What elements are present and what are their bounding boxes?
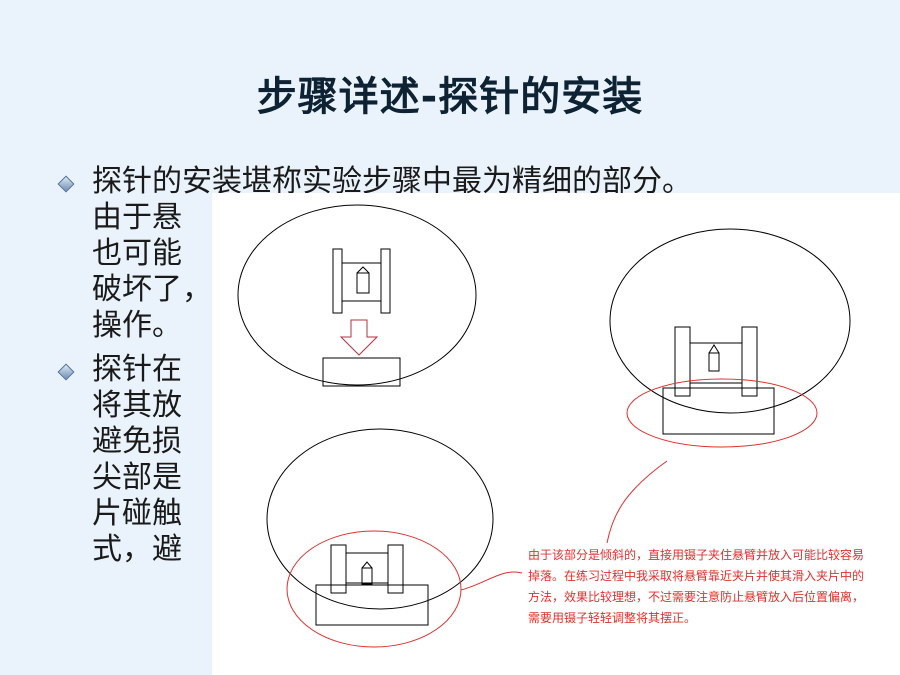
bullet-line: 避免损 [92, 424, 182, 459]
cantilever [361, 567, 373, 585]
holder-clip [662, 387, 775, 435]
tweezer-arm-right [741, 326, 758, 397]
probe-chip [345, 552, 389, 584]
annotation-text: 由于该部分是倾斜的，直接用镊子夹住悬臂并放入可能比较容易掉落。在练习过程中我采取… [528, 548, 865, 625]
highlight-circle [286, 530, 462, 648]
highlight-circle [626, 378, 818, 448]
bullet-line: 破坏了， [92, 272, 212, 307]
tweezer-arm-left [674, 326, 691, 397]
tweezer-arm-right [380, 248, 391, 314]
probe-installation-diagram: 由于该部分是倾斜的，直接用镊子夹住悬臂并放入可能比较容易掉落。在练习过程中我采取… [212, 193, 900, 675]
probe-tip [361, 561, 373, 569]
magnified-view-circle [266, 428, 494, 610]
bullet-item: 探针在 将其放 避免损 尖部是 片碰触 式，避 [52, 352, 852, 568]
probe-chip [341, 262, 382, 302]
probe-tip [356, 266, 370, 274]
holder-clip [322, 357, 401, 387]
bullet-line: 探针在 [92, 352, 182, 387]
bullet-line: 尖部是 [92, 460, 182, 495]
holder-clip [315, 584, 429, 626]
bullet-line: 由于悬 [92, 200, 182, 235]
bullet-line: 操作。 [92, 308, 182, 343]
tweezer-arm-right [387, 544, 404, 594]
cantilever [356, 272, 370, 294]
bullet-line: 片碰触 [92, 496, 182, 531]
bullet-list: 探针的安装堪称实验步骤中最为精细的部分。 由于悬 也可能 破坏了， 操作。 探针… [52, 164, 852, 576]
bullet-line: 也可能 [92, 236, 182, 271]
bullet-line: 将其放 [92, 388, 182, 423]
down-arrow-icon [339, 319, 379, 356]
diagram-canvas [237, 204, 851, 648]
slide-title: 步骤详述-探针的安装 [256, 74, 644, 120]
probe-tip [708, 344, 720, 354]
callout-line [460, 571, 523, 591]
magnified-view-circle [237, 204, 477, 386]
magnified-view-circle [609, 228, 851, 414]
tweezer-arm-left [332, 248, 343, 314]
callout-line [606, 460, 668, 544]
bullet-item: 探针的安装堪称实验步骤中最为精细的部分。 由于悬 也可能 破坏了， 操作。 [52, 164, 852, 344]
cantilever [708, 352, 720, 372]
bullet-line: 式，避 [92, 532, 182, 567]
diamond-bullet-icon [57, 363, 75, 381]
probe-chip [689, 342, 743, 384]
tweezer-arm-left [330, 544, 347, 594]
diamond-bullet-icon [57, 175, 75, 193]
